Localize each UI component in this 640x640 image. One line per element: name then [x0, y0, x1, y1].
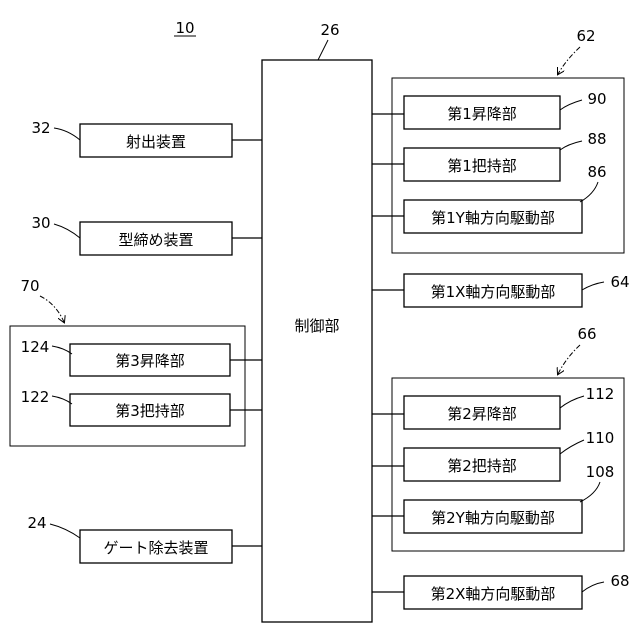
injection-unit: 射出装置 32 [31, 119, 262, 157]
second-xdrive: 第2X軸方向駆動部 68 [372, 572, 630, 609]
group-66-ref: 66 [577, 325, 596, 343]
group-62: 62 第1昇降部 90 第1把持部 88 第1Y軸方向駆動部 86 [372, 27, 624, 253]
second-xdrive-ref: 68 [610, 572, 629, 590]
gate-removal-unit: ゲート除去装置 24 [27, 514, 262, 563]
first-ydrive-ref: 86 [587, 163, 606, 181]
first-grip-ref: 88 [587, 130, 606, 148]
controller-block: 制御部 26 [262, 21, 372, 622]
injection-unit-ref: 32 [31, 119, 50, 137]
controller-label: 制御部 [294, 317, 339, 335]
clamping-unit: 型締め装置 30 [31, 214, 262, 255]
figure-number-text: 10 [175, 19, 194, 37]
first-xdrive-ref: 64 [610, 273, 629, 291]
first-xdrive: 第1X軸方向駆動部 64 [372, 273, 630, 307]
clamping-unit-label: 型締め装置 [118, 231, 193, 249]
group-66: 66 第2昇降部 112 第2把持部 110 第2Y軸方向駆動部 108 [372, 325, 624, 551]
third-lift-ref: 124 [21, 338, 50, 356]
second-grip-ref: 110 [586, 429, 615, 447]
clamping-unit-ref: 30 [31, 214, 50, 232]
group-62-ref: 62 [576, 27, 595, 45]
controller-leader [318, 40, 328, 60]
gate-removal-label: ゲート除去装置 [103, 539, 208, 557]
first-ydrive-label: 第1Y軸方向駆動部 [431, 209, 555, 227]
figure-number: 10 [174, 19, 196, 37]
first-xdrive-label: 第1X軸方向駆動部 [431, 283, 556, 301]
gate-removal-ref: 24 [27, 514, 46, 532]
second-ydrive-ref: 108 [586, 463, 615, 481]
third-grip-label: 第3把持部 [115, 402, 185, 420]
second-grip-label: 第2把持部 [447, 457, 517, 475]
injection-unit-label: 射出装置 [126, 133, 186, 151]
second-lift-label: 第2昇降部 [447, 405, 517, 423]
second-xdrive-label: 第2X軸方向駆動部 [431, 585, 556, 603]
third-grip-ref: 122 [21, 388, 50, 406]
controller-box [262, 60, 372, 622]
second-ydrive-label: 第2Y軸方向駆動部 [431, 509, 555, 527]
group-70: 70 第3昇降部 124 第3把持部 122 [10, 277, 262, 446]
group-70-ref: 70 [20, 277, 39, 295]
second-lift-ref: 112 [586, 385, 615, 403]
first-lift-label: 第1昇降部 [447, 105, 517, 123]
first-grip-label: 第1把持部 [447, 157, 517, 175]
third-lift-label: 第3昇降部 [115, 352, 185, 370]
first-lift-ref: 90 [587, 90, 606, 108]
controller-ref: 26 [320, 21, 339, 39]
